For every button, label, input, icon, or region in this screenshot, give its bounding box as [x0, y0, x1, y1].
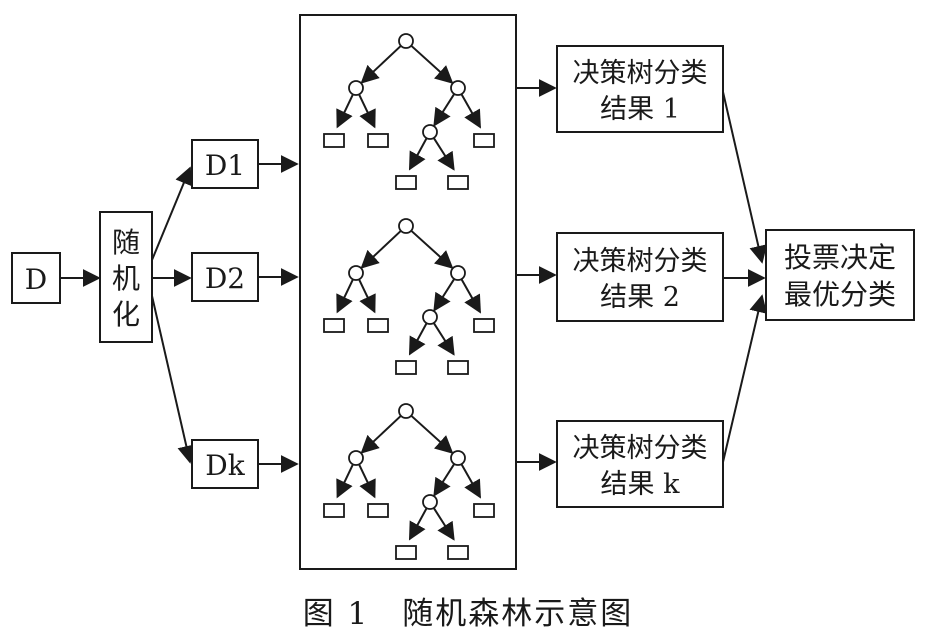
result-2-line-2: 结果 2 — [600, 282, 680, 313]
tree-edge — [410, 44, 454, 84]
tree-edge — [460, 93, 481, 129]
vote-line-1: 投票决定 — [784, 241, 896, 274]
subset-box-d1 — [191, 139, 259, 189]
tree-leaf — [395, 545, 417, 560]
tree-leaf — [395, 360, 417, 375]
subset-label-dk: Dk — [205, 449, 245, 482]
tree-node — [422, 309, 438, 325]
tree-edge — [433, 278, 456, 312]
tree-edge — [408, 322, 428, 356]
decision-tree-1 — [323, 33, 495, 190]
tree-leaf — [323, 318, 345, 333]
arrow-randomize-to-dk — [151, 295, 196, 464]
randomize-char-1: 随 — [112, 226, 140, 259]
tree-edge — [360, 45, 402, 84]
result-k-line-2: 结果 k — [601, 469, 681, 500]
tree-edge — [336, 93, 354, 129]
tree-edge — [460, 278, 481, 314]
tree-node — [348, 265, 364, 281]
tree-leaf — [447, 175, 469, 190]
tree-leaf — [367, 318, 389, 333]
vote-box — [765, 229, 915, 321]
randomize-char-3: 化 — [112, 298, 140, 331]
tree-leaf — [447, 545, 469, 560]
figure-caption: 图 1 随机森林示意图 — [302, 596, 634, 632]
tree-leaf — [395, 175, 417, 190]
tree-edge — [336, 463, 354, 499]
subset-label-d2: D2 — [205, 262, 245, 295]
tree-edge — [460, 463, 481, 499]
tree-leaf — [367, 133, 389, 148]
tree-node — [450, 80, 466, 96]
tree-edge — [358, 93, 376, 129]
result-box-1 — [556, 45, 724, 133]
tree-leaf — [323, 503, 345, 518]
tree-edge — [433, 463, 456, 497]
tree-edge — [358, 278, 376, 314]
tree-leaf — [473, 318, 495, 333]
tree-node — [398, 218, 414, 234]
tree-node — [398, 403, 414, 419]
decision-tree-3 — [323, 403, 495, 560]
tree-edge — [360, 230, 402, 269]
result-1-line-1: 决策树分类 — [573, 58, 708, 89]
result-k-line-1: 决策树分类 — [573, 433, 708, 464]
arrow-randomize-to-d1 — [151, 166, 193, 261]
result-2-line-1: 决策树分类 — [573, 246, 708, 277]
tree-edge — [336, 278, 354, 314]
tree-leaf — [447, 360, 469, 375]
subset-label-d1: D1 — [205, 149, 245, 182]
tree-edge — [433, 93, 456, 127]
forest-container — [299, 14, 517, 570]
tree-edge — [432, 322, 455, 356]
arrow-result-1-to-vote — [722, 91, 768, 264]
decision-tree-2 — [323, 218, 495, 375]
input-label: D — [25, 263, 47, 296]
tree-leaf — [473, 503, 495, 518]
tree-node — [422, 494, 438, 510]
result-box-k — [556, 420, 724, 508]
subset-box-d2 — [191, 252, 259, 302]
tree-node — [348, 450, 364, 466]
tree-edge — [410, 414, 454, 454]
arrow-result-k-to-vote — [722, 294, 768, 463]
result-box-2 — [556, 232, 724, 322]
randomize-box — [99, 211, 153, 343]
decision-trees — [323, 33, 495, 560]
tree-node — [450, 450, 466, 466]
tree-node — [422, 124, 438, 140]
input-box — [11, 252, 61, 304]
randomize-char-2: 机 — [112, 262, 140, 295]
tree-edge — [358, 463, 376, 499]
tree-leaf — [367, 503, 389, 518]
tree-leaf — [473, 133, 495, 148]
tree-edge — [432, 137, 455, 171]
tree-leaf — [323, 133, 345, 148]
tree-edge — [360, 415, 402, 454]
result-1-line-2: 结果 1 — [600, 94, 680, 125]
tree-edge — [410, 229, 454, 269]
vote-line-2: 最优分类 — [784, 278, 896, 311]
tree-edge — [408, 137, 428, 171]
tree-edge — [408, 507, 428, 541]
tree-edge — [432, 507, 455, 541]
tree-node — [450, 265, 466, 281]
tree-node — [398, 33, 414, 49]
tree-node — [348, 80, 364, 96]
